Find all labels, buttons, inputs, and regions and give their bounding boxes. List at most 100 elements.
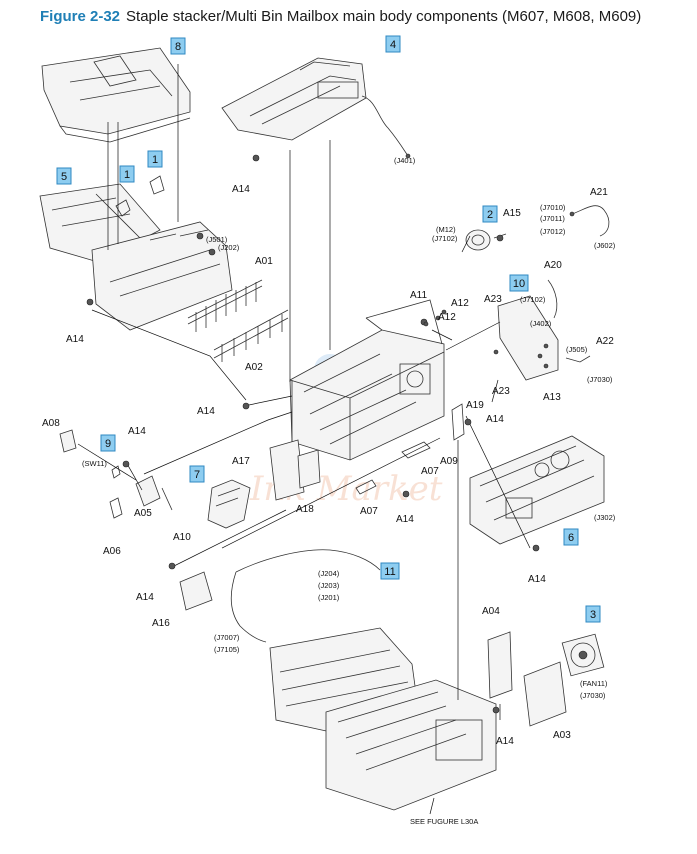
- label-a10: A10: [173, 532, 191, 543]
- shaft-a10: [161, 487, 173, 511]
- see-figure-note: SEE FUGURE L30A: [410, 817, 478, 826]
- label-a14: A14: [396, 514, 414, 525]
- callout-1b: 1: [147, 150, 163, 168]
- connector-j501: (J501): [206, 235, 228, 244]
- paper-guide-a01: [187, 279, 263, 332]
- svg-text:1: 1: [124, 169, 130, 181]
- label-a02: A02: [245, 362, 263, 373]
- label-a04: A04: [482, 606, 500, 617]
- svg-text:6: 6: [568, 532, 574, 544]
- label-a14: A14: [528, 574, 546, 585]
- connector-j7007: (J7007): [214, 633, 240, 642]
- fan-fan11: [561, 633, 605, 677]
- motor-m12: [465, 229, 507, 251]
- connector-j7011: (J7011): [540, 214, 565, 223]
- connector-j602: (J602): [594, 241, 616, 250]
- callout-9: 9: [100, 434, 116, 452]
- cable-harness: [230, 549, 381, 643]
- top-cover-assembly: [221, 57, 411, 159]
- label-a03: A03: [553, 730, 571, 741]
- connector-j7102: (J7102): [520, 295, 546, 304]
- stapler-drive-module: [469, 435, 605, 545]
- main-body-frame: [289, 299, 445, 461]
- label-a06: A06: [103, 546, 121, 557]
- svg-text:1: 1: [152, 154, 158, 166]
- figure-caption: Staple stacker/Multi Bin Mailbox main bo…: [126, 8, 642, 25]
- connector-fan11: (FAN11): [580, 679, 608, 688]
- callout-10: 10: [509, 274, 529, 292]
- callout-6: 6: [563, 528, 579, 546]
- output-tray-upper: [41, 47, 191, 143]
- connector-j7010: (J7010): [540, 203, 566, 212]
- label-a15: A15: [503, 208, 521, 219]
- label-a14: A14: [128, 426, 146, 437]
- part-labels: A14 A14 A14 A14 A14 A14 A14 A14 A14 A01 …: [42, 184, 614, 747]
- connector-j505: (J505): [566, 345, 588, 354]
- connector-j401: (J401): [394, 156, 416, 165]
- paper-guide-a02: [213, 309, 289, 362]
- bracket-a19: [451, 403, 465, 441]
- connector-j7102: (J7102): [432, 234, 458, 243]
- svg-text:5: 5: [61, 171, 67, 183]
- lever-a07-upper: [401, 441, 431, 459]
- sensor-bracket-a05: [135, 475, 161, 507]
- callout-5: 5: [56, 167, 72, 185]
- callout-2: 2: [482, 205, 498, 223]
- callout-11: 11: [380, 562, 400, 580]
- staple-stacker-frame: [39, 183, 233, 331]
- connector-j7012: (J7012): [540, 227, 566, 236]
- connector-j202: (J202): [218, 243, 240, 252]
- label-a23: A23: [492, 386, 510, 397]
- fan-duct-a03: [523, 661, 567, 727]
- label-a22: A22: [596, 336, 614, 347]
- connector-m12: (M12): [436, 225, 456, 234]
- label-a21: A21: [590, 187, 608, 198]
- plate-a08: [59, 429, 77, 453]
- connector-j203: (J203): [318, 581, 340, 590]
- label-a07: A07: [421, 466, 439, 477]
- callout-8: 8: [170, 37, 186, 55]
- label-a17: A17: [232, 456, 250, 467]
- small-bracket-part-1a: [115, 199, 131, 217]
- cable-a20: [547, 279, 558, 319]
- connector-j7105: (J7105): [214, 645, 240, 654]
- label-a13: A13: [543, 392, 561, 403]
- label-a14: A14: [66, 334, 84, 345]
- callout-1a: 1: [119, 165, 135, 183]
- leader-lines: [77, 64, 531, 815]
- label-a14: A14: [197, 406, 215, 417]
- svg-text:3: 3: [590, 609, 596, 621]
- label-a14: A14: [486, 414, 504, 425]
- svg-text:8: 8: [175, 41, 181, 53]
- stapler-unit: [207, 479, 251, 529]
- connector-j201: (J201): [318, 593, 340, 602]
- callout-7: 7: [189, 465, 205, 483]
- lower-base-chassis: [325, 679, 497, 811]
- screw-markers: [86, 154, 549, 714]
- connector-labels: (J401) (J501) (J202) (M12) (J7102) (J701…: [82, 156, 616, 700]
- bracket-a18: [269, 439, 321, 501]
- label-a16: A16: [152, 618, 170, 629]
- bracket-a04: [487, 631, 513, 699]
- svg-text:4: 4: [390, 39, 396, 51]
- svg-text:9: 9: [105, 438, 111, 450]
- connector-j7030: (J7030): [580, 691, 606, 700]
- cable-a22: [565, 355, 591, 363]
- label-a14: A14: [232, 184, 250, 195]
- label-a20: A20: [544, 260, 562, 271]
- connector-j204: (J204): [318, 569, 340, 578]
- svg-text:7: 7: [194, 469, 200, 481]
- label-a08: A08: [42, 418, 60, 429]
- label-a09: A09: [440, 456, 458, 467]
- label-a23: A23: [484, 294, 502, 305]
- svg-text:10: 10: [513, 278, 525, 290]
- connector-j7030: (J7030): [587, 375, 613, 384]
- callout-4: 4: [385, 35, 401, 53]
- lever-a07-lower: [355, 479, 377, 495]
- label-a14: A14: [496, 736, 514, 747]
- figure-title: Figure 2-32 Staple stacker/Multi Bin Mail…: [40, 8, 641, 25]
- label-a07: A07: [360, 506, 378, 517]
- label-a11: A11: [410, 290, 427, 301]
- figure-number: Figure 2-32: [40, 8, 121, 25]
